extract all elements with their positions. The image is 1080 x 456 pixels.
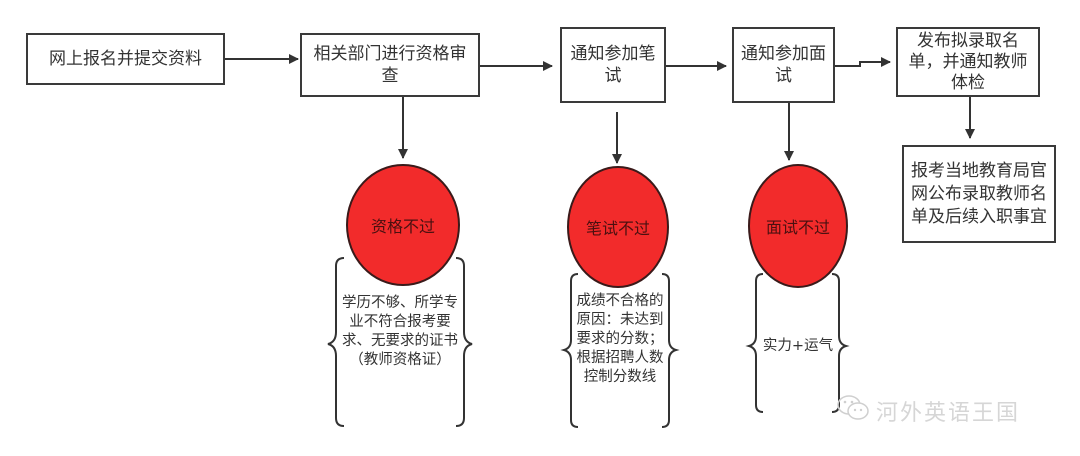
fail-interview: 面试不过 — [748, 164, 848, 288]
watermark: 河外英语王国 — [836, 394, 1020, 428]
step-interview-label: 通知参加面试 — [741, 44, 826, 86]
fail-interview-note: 实力+运气 — [762, 338, 834, 354]
fail-written-note: 成绩不合格的原因：未达到要求的分数；根据招聘人数控制分数线 — [576, 293, 664, 385]
watermark-text: 河外英语王国 — [876, 401, 1021, 426]
step-qualification-review-label: 相关部门进行资格审查 — [313, 44, 467, 86]
step-interview: 通知参加面试 — [732, 27, 835, 103]
wechat-icon — [836, 394, 872, 428]
brace-qualification — [327, 257, 473, 427]
fail-qualification: 资格不过 — [346, 164, 460, 286]
fail-written: 笔试不过 — [567, 166, 669, 288]
step-admission-list-label: 发布拟录取名单，并通知教师体检 — [908, 30, 1028, 93]
fail-interview-label: 面试不过 — [765, 218, 830, 237]
step-qualification-review: 相关部门进行资格审查 — [300, 33, 480, 97]
step-register: 网上报名并提交资料 — [26, 33, 225, 85]
arrow-step4-step5 — [833, 57, 891, 67]
fail-qualification-note: 学历不够、所学专业不符合报考要求、无要求的证书（教师资格证） — [342, 295, 458, 368]
step-register-label: 网上报名并提交资料 — [49, 49, 202, 69]
step-written-exam: 通知参加笔试 — [560, 27, 666, 103]
fail-qualification-label: 资格不过 — [370, 217, 435, 236]
step-written-exam-label: 通知参加笔试 — [570, 44, 656, 86]
step-admission-list: 发布拟录取名单，并通知教师体检 — [896, 27, 1040, 97]
brace-written — [560, 273, 680, 428]
step-publish-results: 报考当地教育局官网公布录取教师名单及后续入职事宜 — [902, 145, 1056, 243]
fail-written-label: 笔试不过 — [585, 219, 650, 238]
step-publish-results-label: 报考当地教育局官网公布录取教师名单及后续入职事宜 — [911, 160, 1047, 227]
